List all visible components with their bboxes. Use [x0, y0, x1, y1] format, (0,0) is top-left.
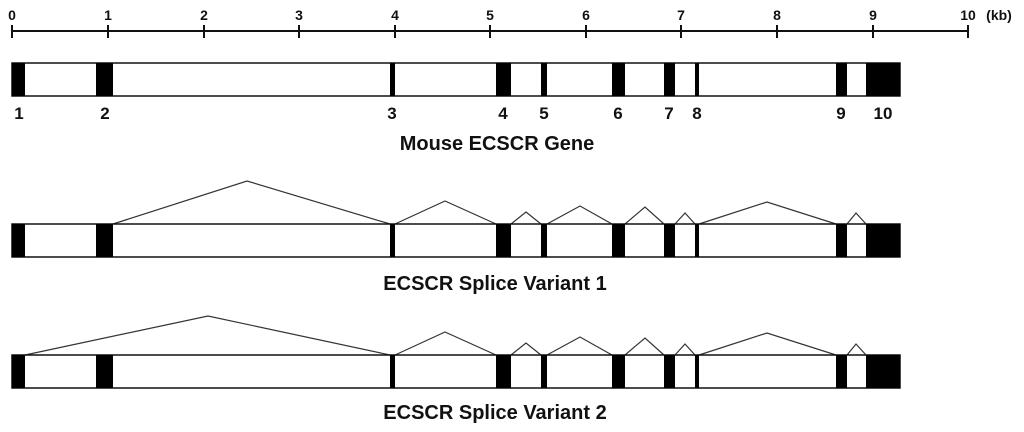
exon-1 — [12, 63, 25, 96]
exon-label-8: 8 — [692, 104, 701, 123]
exon-10 — [866, 355, 900, 388]
exon-9 — [836, 224, 847, 257]
exon-10 — [866, 224, 900, 257]
splice-variant-1-track: ECSCR Splice Variant 1 — [11, 180, 901, 295]
splice-junction-5-6 — [546, 336, 613, 356]
splice-junctions-variant-2 — [24, 315, 867, 356]
exon-4 — [496, 355, 511, 388]
exon-2 — [96, 355, 113, 388]
exon-label-3: 3 — [387, 104, 396, 123]
exon-4 — [496, 63, 511, 96]
exon-7 — [664, 63, 675, 96]
splice-junction-7-8 — [674, 343, 696, 356]
splice-junction-5-6 — [546, 205, 613, 225]
variant-1-exons — [12, 224, 900, 257]
scale-tick-labels: 0 1 2 3 4 5 6 7 8 9 10 (kb) — [8, 7, 1012, 23]
exon-label-2: 2 — [100, 104, 109, 123]
exon-label-1: 1 — [14, 104, 23, 123]
exon-label-7: 7 — [664, 104, 673, 123]
exon-5 — [541, 355, 547, 388]
exon-1 — [12, 355, 25, 388]
splice-variant-2-track: ECSCR Splice Variant 2 — [11, 315, 901, 424]
kb-scale-axis: 0 1 2 3 4 5 6 7 8 9 10 (kb) — [8, 7, 1012, 38]
exon-8 — [695, 355, 699, 388]
variant-1-body — [11, 223, 901, 258]
splice-junctions-variant-1 — [112, 180, 867, 225]
exon-7 — [664, 224, 675, 257]
gene-body — [11, 62, 901, 97]
splice-junction-6-7 — [624, 206, 665, 225]
exon-8 — [695, 63, 699, 96]
exon-2 — [96, 224, 113, 257]
exon-label-6: 6 — [613, 104, 622, 123]
exon-9 — [836, 63, 847, 96]
variant-2-exons — [12, 355, 900, 388]
splice-junction-8-9 — [698, 201, 837, 225]
exon-10 — [866, 63, 900, 96]
exon-3 — [390, 355, 395, 388]
splice-junction-6-7 — [624, 337, 665, 356]
splice-junction-1-3 — [24, 315, 391, 356]
splice-junction-9-10 — [846, 212, 867, 225]
scale-tick-label-6: 6 — [582, 7, 590, 23]
exon-5 — [541, 63, 547, 96]
splice-junction-3-4 — [394, 200, 497, 225]
exon-6 — [612, 224, 625, 257]
scale-tick-label-2: 2 — [200, 7, 208, 23]
scale-ticks — [11, 25, 969, 38]
splice-junction-4-5 — [510, 342, 542, 356]
exon-2 — [96, 63, 113, 96]
exon-label-5: 5 — [539, 104, 548, 123]
gene-track: 1 2 3 4 5 6 7 8 9 10 Mouse ECSCR Gene — [11, 62, 901, 155]
scale-tick-label-1: 1 — [104, 7, 112, 23]
exon-8 — [695, 224, 699, 257]
exon-7 — [664, 355, 675, 388]
exon-label-10: 10 — [874, 104, 893, 123]
splice-junction-2-3 — [112, 180, 391, 225]
exon-3 — [390, 224, 395, 257]
exon-3 — [390, 63, 395, 96]
exon-9 — [836, 355, 847, 388]
scale-tick-label-0: 0 — [8, 7, 16, 23]
scale-tick-label-7: 7 — [677, 7, 685, 23]
splice-junction-8-9 — [698, 332, 837, 356]
splice-junction-3-4 — [394, 331, 497, 356]
exon-6 — [612, 355, 625, 388]
scale-unit-label: (kb) — [986, 7, 1012, 23]
scale-tick-label-10: 10 — [960, 7, 976, 23]
gene-title: Mouse ECSCR Gene — [400, 133, 594, 155]
scale-tick-label-9: 9 — [869, 7, 877, 23]
splice-junction-9-10 — [846, 343, 867, 356]
scale-tick-label-3: 3 — [295, 7, 303, 23]
exon-number-labels: 1 2 3 4 5 6 7 8 9 10 — [14, 104, 892, 123]
variant-1-title: ECSCR Splice Variant 1 — [383, 273, 606, 295]
exon-label-9: 9 — [836, 104, 845, 123]
exon-4 — [496, 224, 511, 257]
splice-junction-7-8 — [674, 212, 696, 225]
variant-2-title: ECSCR Splice Variant 2 — [383, 402, 606, 424]
scale-tick-label-5: 5 — [486, 7, 494, 23]
scale-tick-label-4: 4 — [391, 7, 399, 23]
variant-2-body — [11, 354, 901, 389]
exon-5 — [541, 224, 547, 257]
gene-exons — [12, 63, 900, 96]
exon-label-4: 4 — [498, 104, 508, 123]
exon-6 — [612, 63, 625, 96]
splice-junction-4-5 — [510, 211, 542, 225]
scale-tick-label-8: 8 — [773, 7, 781, 23]
exon-1 — [12, 224, 25, 257]
